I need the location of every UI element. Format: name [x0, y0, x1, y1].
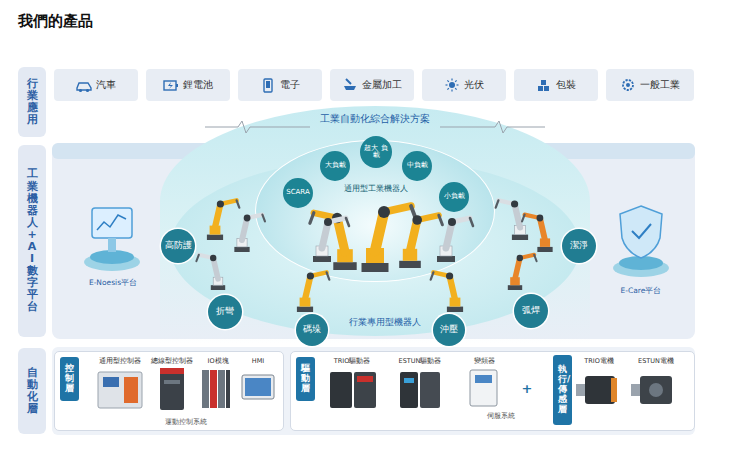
general-robot-ellipse: 通用型工業機器人 超大 負載大負載 中負載 SCARA 小負載 [255, 140, 495, 282]
application-bubble: 高防護 [161, 229, 195, 263]
label-slot: E-Noesis平台 [78, 278, 148, 287]
industry-box: 汽車 [54, 69, 138, 101]
node-text: 弧焊 [522, 305, 540, 317]
label-slot: 總線型控制器 [147, 358, 197, 366]
automation-panel [52, 347, 695, 435]
node-text: 金屬加工 [362, 78, 402, 92]
layer-label: 工業機器人+AI數字平台 [18, 145, 46, 337]
layer-label: 行業應用 [18, 67, 46, 137]
industry-icon [620, 78, 636, 93]
node-text: 高防護 [165, 240, 192, 252]
node-text: SCARA [286, 189, 310, 196]
application-bubble: 潔淨 [562, 229, 596, 263]
label-slot: + [519, 381, 535, 397]
product-label: 總線型控制器 [147, 358, 197, 366]
e-care-icon [613, 206, 669, 277]
node-text: 自動化層 [27, 367, 38, 415]
node-text: 行業專用型機器人 [325, 317, 445, 328]
product-label: ESTUN驅動器 [392, 358, 448, 366]
load-bubble: 小負載 [439, 182, 469, 212]
product-label: + [519, 381, 535, 397]
industry-box: 包裝 [514, 69, 598, 101]
special-robot-ellipse: 行業專用型機器人通用型工業機器人超大 負載大負載中負載SCARA小負載高防護折彎… [170, 158, 580, 336]
industry-box: 金屬加工 [330, 69, 414, 101]
product-label: TRIO電機 [577, 358, 621, 366]
node-text: 折彎 [216, 306, 234, 318]
label-slot: ESTUN電機 [631, 358, 681, 366]
label-slot: 變頻器 [467, 358, 501, 366]
label-slot: TRIO驅動器 [327, 358, 377, 366]
node-text: 驅動層 [301, 364, 310, 394]
node-text: 大負載 [325, 162, 346, 169]
node-text: 沖壓 [440, 324, 458, 336]
application-bubble: 沖壓 [433, 314, 465, 346]
load-bubble: 大負載 [320, 151, 350, 181]
node-text: 小負載 [444, 193, 465, 200]
label-slot: 通用型控制器 [95, 358, 145, 366]
label-slot: TRIO電機 [577, 358, 621, 366]
node-text: 碼垛 [303, 324, 321, 336]
industry-icon [342, 78, 358, 93]
layer-tag: 驅動層 [296, 357, 315, 401]
node-text: 伺服系統 [476, 412, 526, 420]
node-text: 包裝 [556, 78, 576, 92]
product-label: HMI [243, 358, 273, 366]
node-text: 控制層 [65, 364, 74, 394]
node-text: 光伏 [464, 78, 484, 92]
layer-tag: 執行/傳感層 [553, 355, 572, 425]
node-text: 潔淨 [570, 240, 588, 252]
load-bubble: SCARA [283, 178, 313, 208]
application-bubble: 折彎 [208, 295, 242, 329]
node-text: 電子 [280, 78, 300, 92]
industry-box: 一般工業 [606, 69, 694, 101]
platform-strip [52, 143, 695, 159]
node-text: 鋰電池 [183, 78, 213, 92]
product-label: 變頻器 [467, 358, 501, 366]
industry-box: 光伏 [422, 69, 506, 101]
node-text: 運動控制系統 [151, 418, 221, 426]
solution-dome: 工業自動化綜合解決方案行業專用型機器人 通用型工業機器人 超大 負載大負載 中負載 SC… [160, 106, 590, 344]
node-text: 一般工業 [640, 78, 680, 92]
label-slot: ESTUN驅動器 [392, 358, 448, 366]
page-title: 我們的產品 [18, 12, 93, 31]
label-slot: HMI [243, 358, 273, 366]
label-slot: E-Care平台 [611, 286, 671, 295]
node-text: 工業自動化綜合解決方案 [280, 113, 470, 125]
industry-box: 電子 [238, 69, 322, 101]
product-label: IO模塊 [201, 358, 235, 366]
industry-icon [444, 78, 460, 93]
e-noesis-icon [84, 208, 140, 271]
industry-icon [536, 78, 552, 93]
layer-label: 自動化層 [18, 348, 46, 434]
application-bubble: 弧焊 [514, 294, 548, 328]
node-text: 通用型工業機器人 [331, 184, 421, 193]
node-text: 汽車 [96, 78, 116, 92]
label-slot: IO模塊 [201, 358, 235, 366]
platform-label: E-Care平台 [611, 286, 671, 295]
node-text: 執行/傳感層 [558, 365, 567, 414]
product-label: TRIO驅動器 [327, 358, 377, 366]
industry-icon [76, 78, 92, 93]
application-bubble: 碼垛 [296, 314, 328, 346]
product-label: 通用型控制器 [95, 358, 145, 366]
node-text: 工業機器人+AI數字平台 [27, 168, 38, 313]
platform-label: E-Noesis平台 [78, 278, 148, 287]
industry-box: 鋰電池 [146, 69, 230, 101]
industry-icon [260, 78, 276, 93]
node-text: 中負載 [407, 162, 428, 169]
node-text: 行業應用 [27, 78, 38, 126]
load-bubble: 中負載 [402, 151, 432, 181]
industry-icon [163, 78, 179, 93]
layer-tag: 控制層 [60, 357, 79, 401]
load-bubble: 超大 負載 [360, 136, 392, 168]
product-label: ESTUN電機 [631, 358, 681, 366]
node-text: 超大 負載 [363, 145, 389, 160]
